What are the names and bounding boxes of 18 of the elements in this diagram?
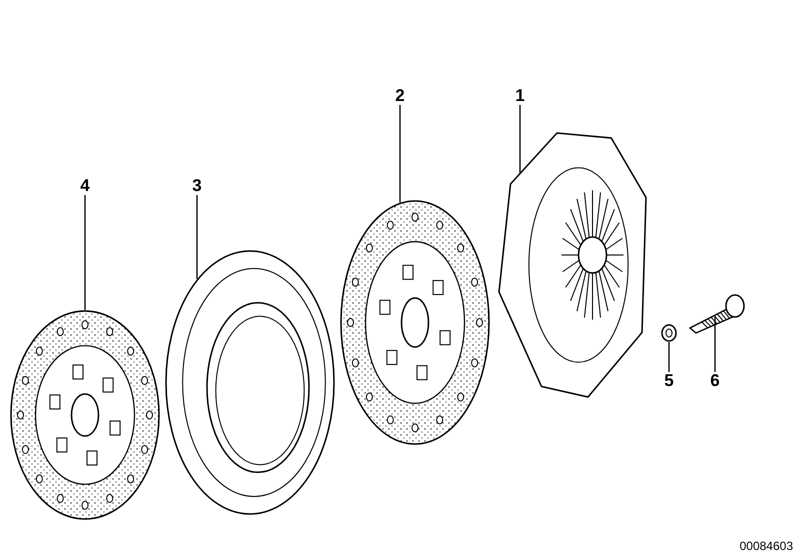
leader-line <box>84 195 86 310</box>
callout-number: 1 <box>513 87 527 105</box>
callout-number: 5 <box>662 372 676 390</box>
callout-number: 3 <box>190 177 204 195</box>
clutch-disc-drawing <box>10 310 160 520</box>
clutch-disc-drawing <box>340 200 490 445</box>
callout-number: 4 <box>78 177 92 195</box>
leader-line <box>668 342 670 372</box>
callout-number: 6 <box>708 372 722 390</box>
leader-line <box>519 105 521 174</box>
leader-line <box>196 195 198 279</box>
pressure-plate-drawing <box>165 250 335 515</box>
bolt-drawing <box>687 294 745 334</box>
washer-drawing <box>661 324 677 342</box>
drawing-number: 00084603 <box>740 539 793 553</box>
leader-line <box>399 105 401 202</box>
leader-line <box>714 316 716 372</box>
callout-number: 2 <box>393 87 407 105</box>
